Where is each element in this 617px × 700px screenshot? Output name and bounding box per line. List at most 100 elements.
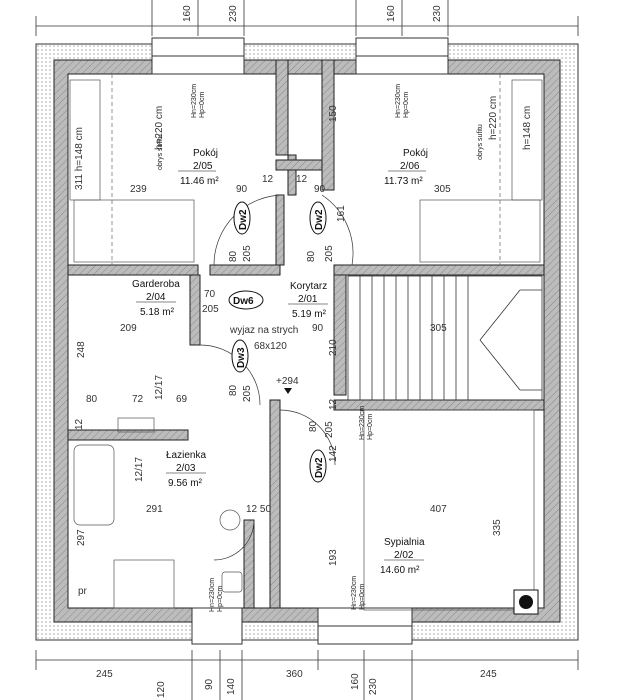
interior-dimensions: 239 90 12 12 90 305 150 80 205 80 205 16… [74,105,503,566]
svg-text:Dw6: Dw6 [233,296,254,307]
svg-text:161: 161 [336,205,347,222]
interior-walls [67,59,545,609]
svg-text:70: 70 [204,289,216,300]
door-tag-dw2-left: Dw2 [233,201,251,235]
svg-text:205: 205 [242,385,253,402]
svg-text:205: 205 [324,421,335,438]
bottom-dimension-chain [35,650,579,700]
height-note-h220-right: h=220 cm [488,96,499,140]
svg-text:72: 72 [132,394,144,405]
bottom-dim-7: 245 [480,669,497,680]
room-lazienka: Łazienka 2/03 9.56 m² [166,450,206,489]
svg-text:80: 80 [86,394,98,405]
ceiling-outline [111,74,501,265]
room-name: Pokój [403,148,428,159]
svg-text:90: 90 [314,184,326,195]
bottom-dim-5: 160 [350,673,361,690]
room-pokoj-205: Pokój 2/05 11.46 m² [178,148,219,187]
room-area: 9.56 m² [168,478,203,489]
svg-text:291: 291 [146,504,163,515]
svg-text:12: 12 [74,418,85,430]
top-dim-4: 230 [432,5,443,22]
door-tag-dw6: Dw6 [228,290,264,310]
bottom-dim-8: 120 [156,681,167,698]
hp-note-2: Hp=0cm [403,92,410,118]
svg-text:12 50: 12 50 [246,504,271,515]
svg-text:Dw2: Dw2 [314,209,325,230]
hp-note-5: Hp=0cm [359,584,366,610]
exterior-wall [53,59,561,623]
bottom-dim-2: 90 [204,678,215,690]
door-tag-dw2-right: Dw2 [309,201,327,235]
svg-text:12/17: 12/17 [154,375,165,400]
room-name: Garderoba [132,279,180,290]
svg-text:90: 90 [312,323,324,334]
room-number: 2/05 [193,161,213,172]
svg-text:80: 80 [228,250,239,262]
room-garderoba: Garderoba 2/04 5.18 m² [132,279,180,318]
hp-note-1: Hp=0cm [199,92,206,118]
level-arrow-icon [284,388,292,394]
room-number: 2/04 [146,292,166,303]
svg-text:305: 305 [430,323,447,334]
svg-text:210: 210 [328,339,339,356]
svg-text:12: 12 [262,174,274,185]
room-number: 2/06 [400,161,420,172]
window-bottom-left [191,607,243,645]
room-area: 5.18 m² [140,307,175,318]
svg-text:12: 12 [328,398,339,410]
bottom-dim-3: 140 [226,678,237,695]
hn-note-4: Hn=230cm [209,578,216,612]
room-number: 2/01 [298,294,318,305]
attic-size-note: 68x120 [254,341,287,352]
hn-note-1: Hn=230cm [191,84,198,118]
bottom-dim-6: 230 [368,678,379,695]
svg-text:12/17: 12/17 [134,457,145,482]
pr-note: pr [78,586,88,597]
attic-exit-note: wyjaz na strych [229,325,298,336]
furniture [69,79,543,611]
top-dimension-chain [35,0,579,36]
room-area: 11.46 m² [180,176,219,187]
svg-text:Dw2: Dw2 [314,457,325,478]
svg-text:150: 150 [328,105,339,122]
room-area: 11.73 m² [384,176,423,187]
bottom-dim-4: 360 [286,669,303,680]
room-name: Pokój [193,148,218,159]
svg-text:239: 239 [130,184,147,195]
room-area: 14.60 m² [380,565,420,576]
top-dim-1: 160 [182,5,193,22]
svg-text:297: 297 [76,529,87,546]
room-name: Korytarz [290,281,327,292]
svg-text:12: 12 [296,174,308,185]
svg-text:205: 205 [242,245,253,262]
room-area: 5.19 m² [292,309,327,320]
room-pokoj-206: Pokój 2/06 11.73 m² [384,148,428,187]
room-korytarz: Korytarz 2/01 5.19 m² [288,281,328,320]
boiler-icon [513,589,539,615]
svg-text:Dw3: Dw3 [236,347,247,368]
svg-text:335: 335 [492,519,503,536]
svg-text:407: 407 [430,504,447,515]
svg-text:80: 80 [308,420,319,432]
bottom-dim-1: 245 [96,669,113,680]
height-note-h220-left: h=220 cm [154,106,165,150]
top-dim-2: 230 [228,5,239,22]
hn-note-5: Hn=230cm [351,576,358,610]
ceiling-note-right: obrys sufitu [477,124,484,160]
ceiling-note-left: obrys sufitu [157,134,164,170]
svg-text:193: 193 [328,549,339,566]
room-number: 2/02 [394,550,414,561]
svg-text:142: 142 [328,445,339,462]
svg-text:209: 209 [120,323,137,334]
svg-text:305: 305 [434,184,451,195]
svg-text:80: 80 [306,250,317,262]
svg-text:248: 248 [76,341,87,358]
room-number: 2/03 [176,463,196,474]
door-tag-dw2-bottom: Dw2 [309,449,327,483]
level-mark: +294 [276,376,299,387]
staircase [347,275,543,401]
svg-text:205: 205 [324,245,335,262]
hn-note-3: Hn=230cm [359,406,366,440]
